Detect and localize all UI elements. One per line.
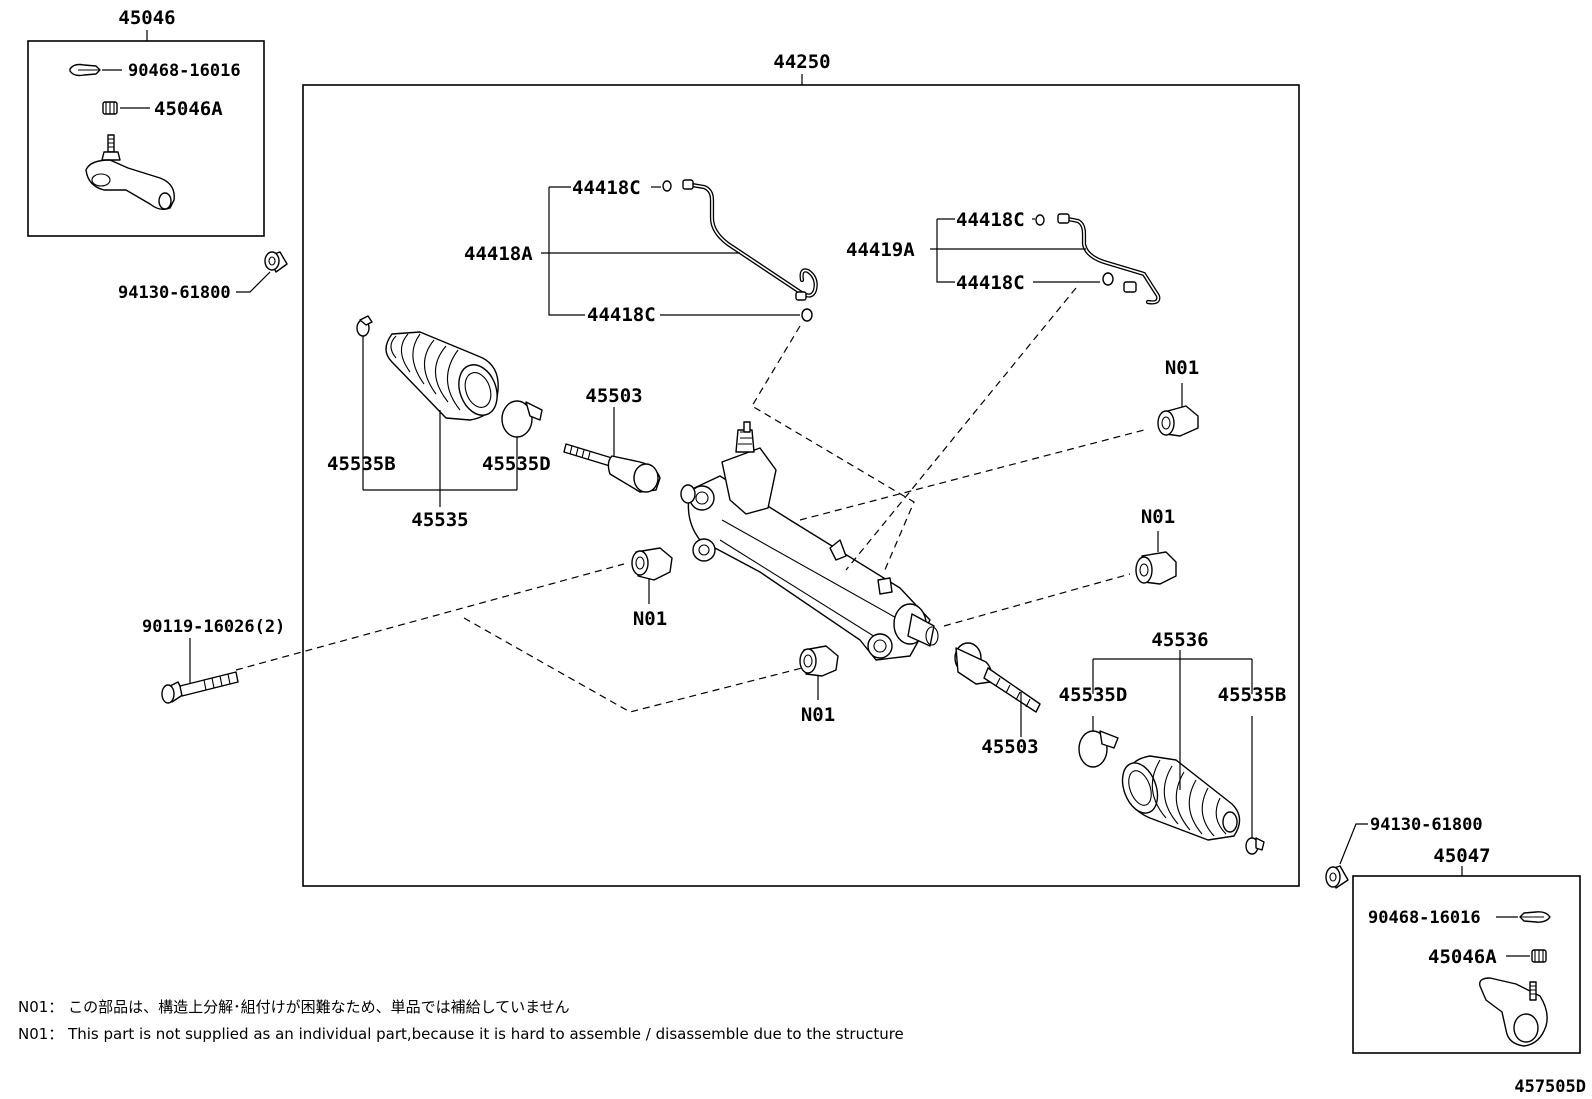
boot-clamp-small-left-icon[interactable] [356, 315, 373, 337]
label-tube-a: 44418A [464, 243, 533, 265]
gear-assy-frame [302, 84, 1300, 887]
rack-end-left-icon[interactable] [563, 443, 661, 493]
label-spacer-left: 94130-61800 [118, 283, 231, 303]
label-kit-left-nut: 45046A [154, 98, 223, 120]
o-ring-tube-b-bottom-icon[interactable] [1102, 272, 1114, 286]
spacer-left-icon[interactable] [264, 251, 288, 273]
kit-right-frame [1352, 875, 1581, 1054]
label-kit-left: 45046 [118, 7, 175, 29]
note-n01-english: N01： This part is not supplied as an ind… [18, 1025, 904, 1043]
o-ring-tube-a-top-icon[interactable] [662, 180, 672, 192]
label-tube-a-seal-top: 44418C [572, 177, 641, 199]
label-spacer-right: 94130-61800 [1370, 815, 1483, 835]
label-boot-right: 45536 [1151, 629, 1208, 651]
label-n01-left: N01 [633, 608, 667, 630]
steering-rack-boot-right-icon[interactable] [1116, 755, 1241, 841]
tie-rod-end-right-icon[interactable] [1479, 977, 1548, 1047]
label-tube-b-seal-bottom: 44418C [956, 272, 1025, 294]
tie-rod-end-left-icon[interactable] [85, 134, 175, 211]
label-boot-right-clamp-small: 45535B [1218, 684, 1287, 706]
bushing-n01-upper-right-icon[interactable] [1157, 405, 1199, 437]
label-bolt: 90119-16026(2) [142, 617, 285, 637]
note-n01-japanese: N01： この部品は、構造上分解･組付けが困難なため、単品では補給していません [18, 998, 570, 1016]
bushing-n01-bottom-icon[interactable] [799, 645, 839, 677]
boot-clamp-small-right-icon[interactable] [1245, 837, 1265, 855]
label-kit-right-clip: 90468-16016 [1368, 908, 1481, 928]
o-ring-tube-b-top-icon[interactable] [1035, 214, 1045, 226]
label-kit-right: 45047 [1433, 845, 1490, 867]
boot-clamp-large-left-icon[interactable] [501, 400, 543, 438]
label-kit-right-nut: 45046A [1428, 946, 1497, 968]
o-ring-tube-a-bottom-icon[interactable] [801, 308, 813, 322]
kit-left-frame [27, 40, 265, 237]
spacer-right-icon[interactable] [1325, 865, 1349, 889]
mounting-bolt-icon[interactable] [161, 671, 239, 704]
label-rack-end-left: 45503 [585, 385, 642, 407]
rack-end-right-icon[interactable] [954, 642, 1041, 713]
boot-clamp-large-right-icon[interactable] [1078, 730, 1119, 768]
label-tube-a-seal-bottom: 44418C [587, 304, 656, 326]
steering-gear-housing-icon[interactable] [680, 421, 939, 661]
label-gear-assy: 44250 [773, 51, 830, 73]
label-boot-right-clamp-large: 45535D [1059, 684, 1128, 706]
label-boot-left-clamp-small: 45535B [327, 453, 396, 475]
label-n01-mid-right: N01 [1141, 506, 1175, 528]
label-boot-left-clamp-large: 45535D [482, 453, 551, 475]
steering-rack-boot-left-icon[interactable] [385, 331, 504, 421]
diagram-id: 457505D [1514, 1077, 1586, 1097]
pressure-tube-a-icon[interactable] [682, 179, 818, 301]
label-kit-left-clip: 90468-16016 [128, 61, 241, 81]
cotter-pin-icon[interactable] [69, 63, 101, 77]
label-rack-end-right: 45503 [981, 736, 1038, 758]
return-tube-b-icon[interactable] [1057, 213, 1161, 305]
label-tube-b-seal-top: 44418C [956, 209, 1025, 231]
bushing-n01-mid-right-icon[interactable] [1135, 551, 1177, 585]
castle-nut-right-icon[interactable] [1531, 949, 1547, 963]
cotter-pin-right-icon[interactable] [1519, 911, 1551, 923]
label-n01-upper-right: N01 [1165, 357, 1199, 379]
label-boot-left: 45535 [411, 509, 468, 531]
castle-nut-icon[interactable] [102, 101, 118, 115]
label-n01-bottom: N01 [801, 704, 835, 726]
label-tube-b: 44419A [846, 239, 915, 261]
bushing-n01-left-icon[interactable] [631, 547, 673, 581]
